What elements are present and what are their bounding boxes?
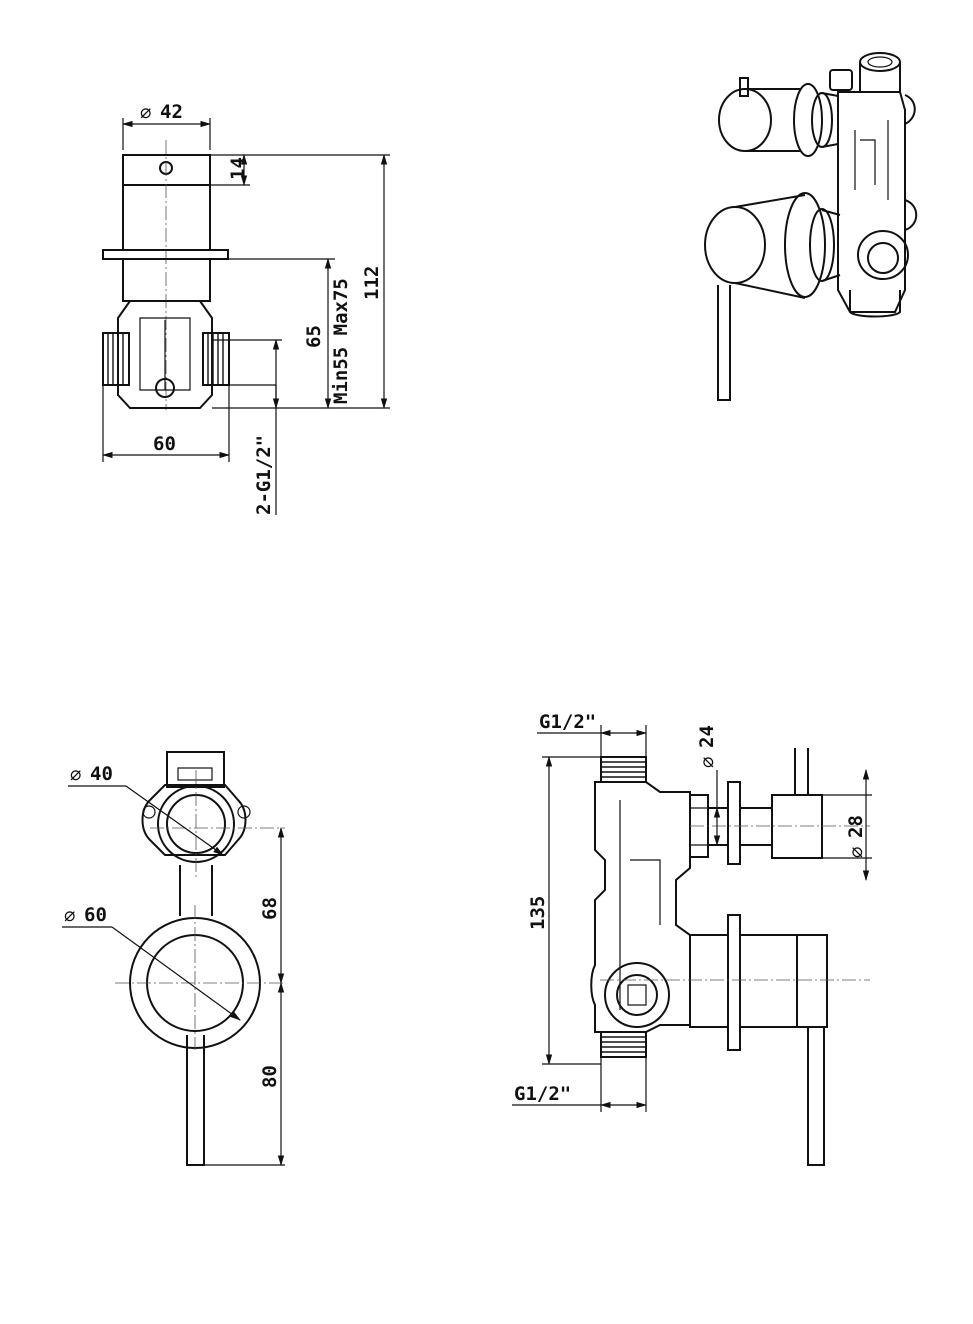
profile-dia-knob-symbol: ⌀ bbox=[845, 847, 867, 858]
front-dia-small-value: 40 bbox=[90, 763, 113, 785]
profile-view: G1/2" 135 G1/2" ⌀ 24 ⌀ 28 bbox=[512, 711, 872, 1166]
side-connection: 2-G1/2" bbox=[253, 435, 275, 515]
side-body-height: 65 bbox=[303, 325, 325, 348]
profile-thread-bottom: G1/2" bbox=[514, 1083, 571, 1105]
front-spacing-upper: 68 bbox=[259, 897, 281, 920]
profile-dia-knob-value: 28 bbox=[845, 815, 867, 838]
side-width: 60 bbox=[153, 433, 176, 455]
side-dia-value: 42 bbox=[160, 101, 183, 123]
side-height-top: 14 bbox=[227, 157, 249, 180]
side-height-total: 112 bbox=[361, 266, 383, 300]
side-view: ⌀ 42 14 65 Min55 Max75 112 60 2-G1/2" bbox=[101, 101, 390, 515]
front-view: ⌀ 40 ⌀ 60 68 80 bbox=[62, 751, 285, 1167]
front-dia-large-value: 60 bbox=[84, 904, 107, 926]
profile-height: 135 bbox=[527, 896, 549, 930]
front-spacing-lower: 80 bbox=[259, 1065, 281, 1088]
profile-dia-stem-value: 24 bbox=[696, 725, 718, 748]
front-dia-small-symbol: ⌀ bbox=[70, 763, 81, 785]
profile-thread-top: G1/2" bbox=[539, 711, 596, 733]
side-install-depth: Min55 Max75 bbox=[330, 278, 352, 404]
side-dia-symbol: ⌀ bbox=[140, 101, 151, 123]
isometric-view bbox=[704, 52, 918, 401]
front-dia-large-symbol: ⌀ bbox=[64, 904, 75, 926]
profile-dia-stem-symbol: ⌀ bbox=[696, 757, 718, 768]
